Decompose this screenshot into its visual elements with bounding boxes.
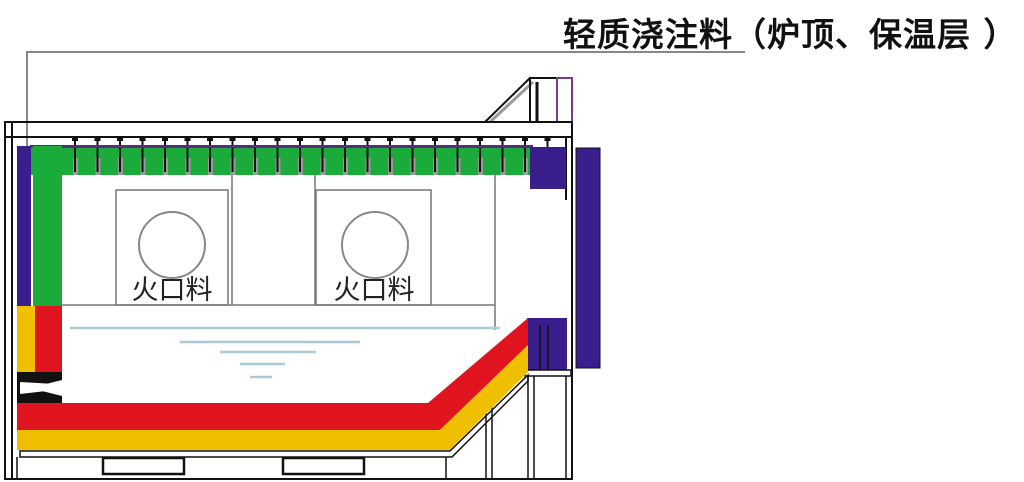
left-green-wall [33,146,62,306]
callout-title: 轻质浇注料（炉顶、保温层 ） [563,15,1018,54]
hearth-base [16,373,529,479]
anchor-head [477,138,483,141]
anchor-head [94,138,101,141]
burner-port-icon [138,211,206,279]
right-purple-panel [575,147,601,369]
anchor-head [229,138,236,141]
burner-block-1: 火口料 [115,189,229,306]
anchor-head [432,138,438,141]
hearth-red-layer [17,318,528,430]
anchor-head [139,138,146,141]
anchor-head [162,138,168,141]
left-purple-wall [17,146,31,306]
burner-block-2: 火口料 [315,189,432,306]
anchor-head [342,138,348,141]
top-right-frame [484,77,573,124]
right-purple-top [530,147,566,189]
roof-castable-band [30,147,533,175]
hearth-yellow-layer [17,345,528,450]
anchor-head [522,138,528,141]
anchor-head [207,138,213,141]
liquid-level-lines [70,326,500,379]
anchor-head [297,138,303,141]
anchor-head [252,138,258,141]
anchor-head [454,138,461,141]
callout-leader [26,51,745,148]
left-red-wall [35,306,62,372]
anchor-head [364,138,371,141]
anchor-head [274,138,281,141]
anchor-head [117,138,123,141]
anchor-head [499,138,506,141]
anchor-head [72,138,78,141]
anchor-head [387,138,393,141]
anchor-head [319,138,326,141]
anchor-head [184,138,191,141]
burner-label: 火口料 [334,275,415,306]
burner-label: 火口料 [132,275,213,306]
right-purple-lower [527,318,567,370]
left-taphole [17,372,62,404]
anchor-row [72,138,551,175]
anchor-head [409,138,416,141]
left-yellow-wall [17,306,35,372]
anchor-head [544,138,551,141]
burner-port-icon [341,211,409,279]
